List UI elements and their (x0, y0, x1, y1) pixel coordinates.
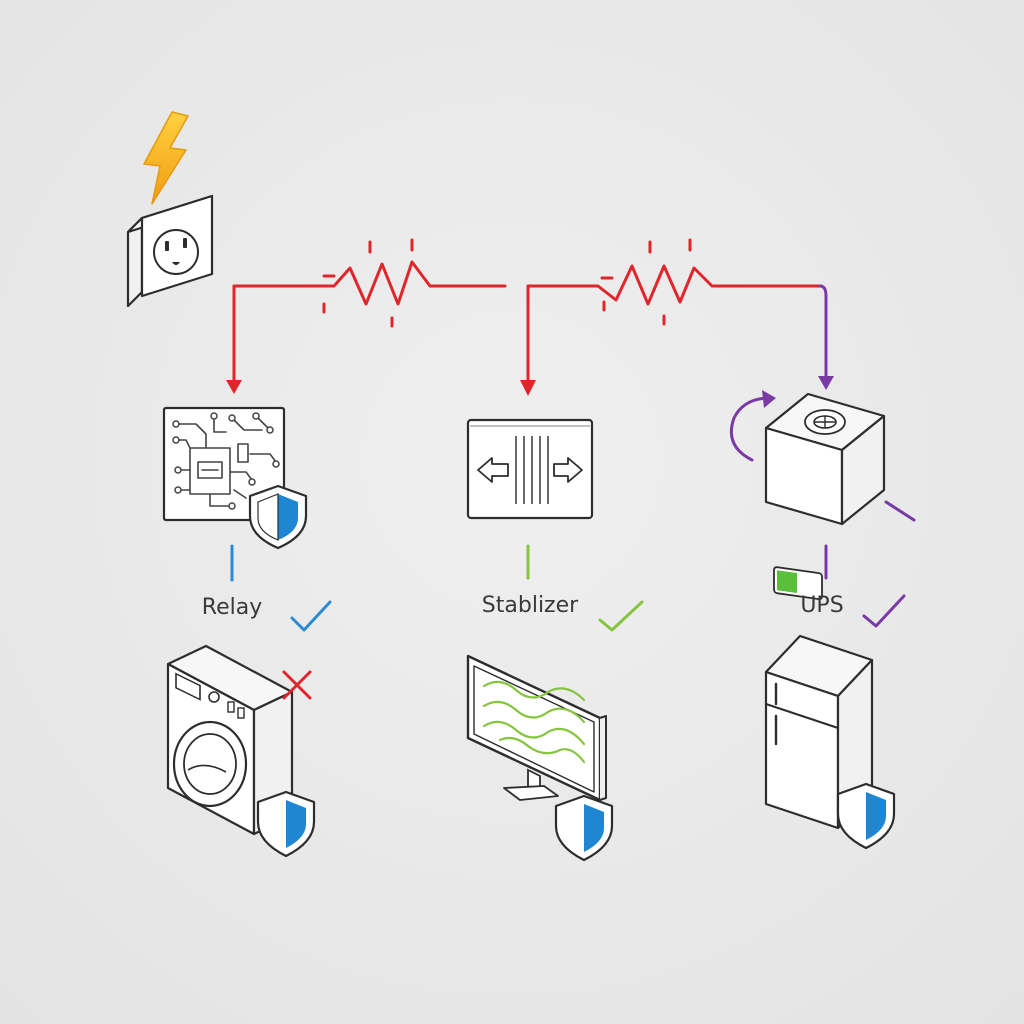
check-mark-icon (862, 594, 906, 628)
check-mark-icon (598, 600, 644, 632)
stabilizer-label: Stablizer (482, 593, 579, 618)
shield-icon (248, 484, 308, 550)
check-mark-icon (290, 600, 332, 632)
lightning-bolt-icon (143, 111, 189, 205)
monitor-icon (466, 654, 607, 802)
ups-label: UPS (800, 593, 843, 618)
wire-to-stabilizer-and-ups (520, 238, 834, 396)
circuit-board-icon (162, 406, 286, 522)
stabilizer-box-icon (466, 418, 594, 520)
ups-cycle-arrow-icon (729, 390, 776, 462)
shield-icon (256, 790, 316, 858)
wire-to-relay (226, 238, 507, 394)
ups-battery-cube-icon: + (764, 392, 886, 704)
wall-outlet-icon (126, 194, 214, 308)
shield-icon (836, 782, 896, 850)
relay-label: Relay (202, 595, 262, 620)
shield-icon (554, 794, 614, 862)
cross-mark-icon (282, 670, 312, 700)
ups-output-line (884, 500, 916, 522)
